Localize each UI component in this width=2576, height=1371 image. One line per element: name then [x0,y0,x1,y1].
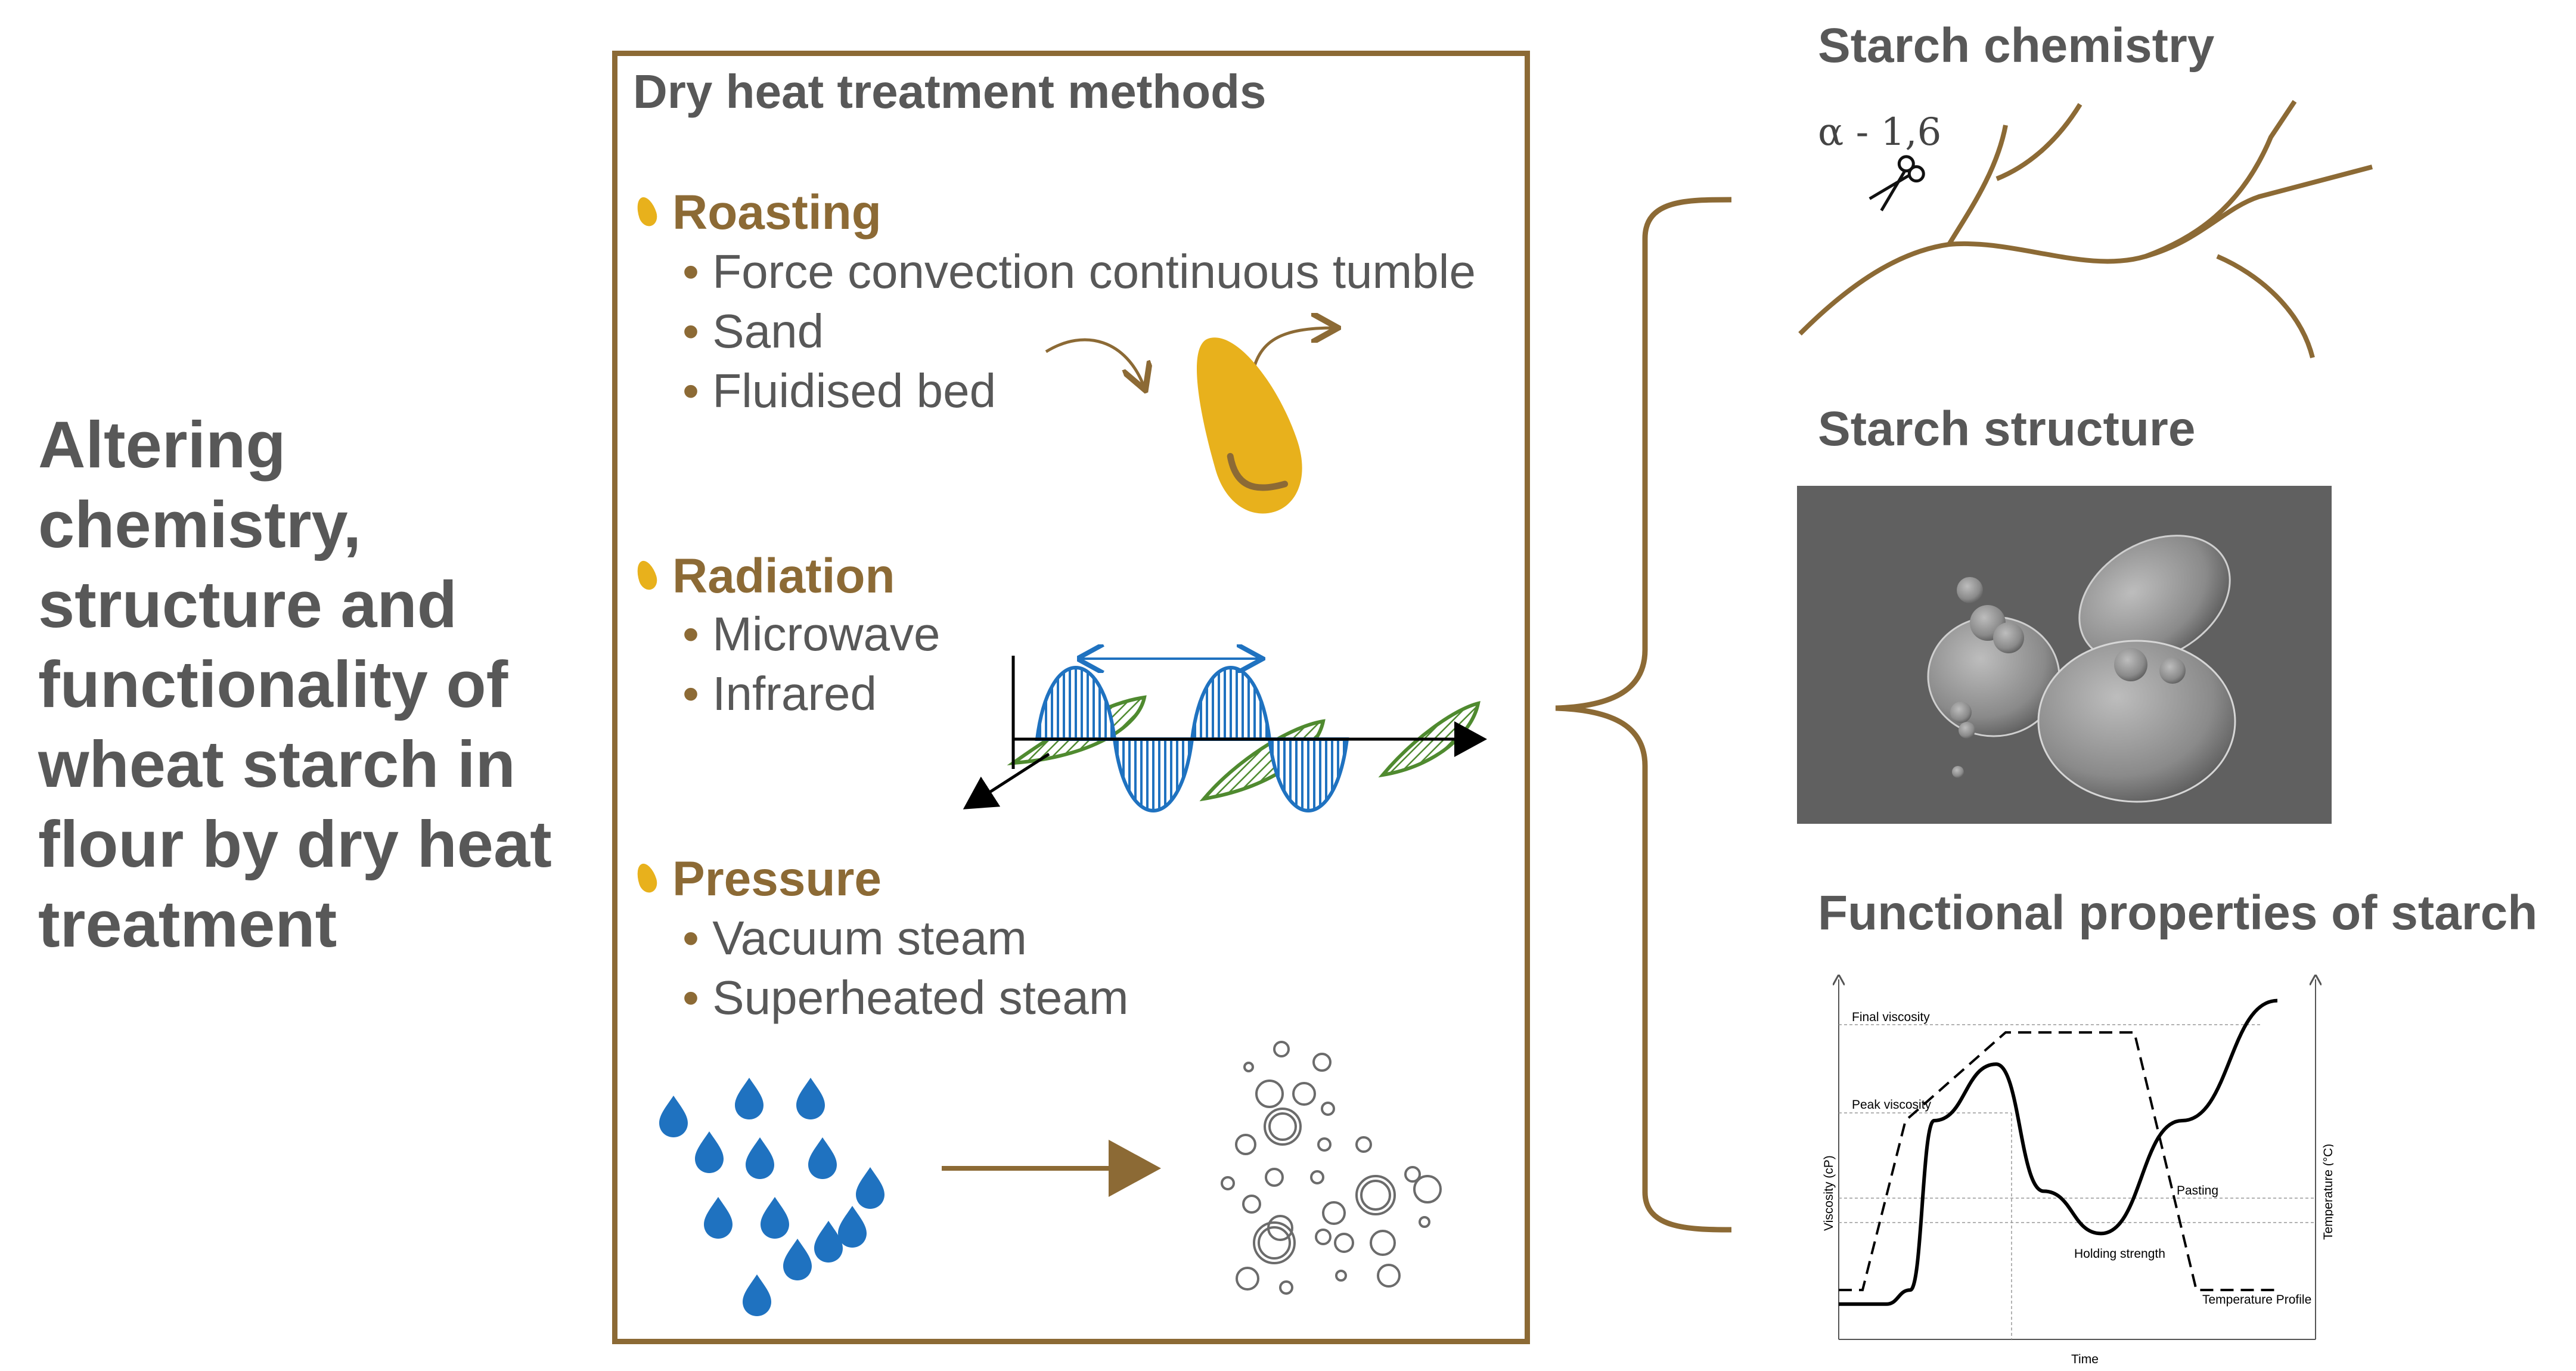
starch-branch-diagram [1798,100,2373,358]
list-item: • Sand [682,305,824,358]
water-drop-icon [659,1078,884,1316]
list-item: • Force convection continuous tumble [682,245,1476,298]
category-pressure: Pressure [672,852,882,906]
radiation-wave-illustration [963,632,1487,812]
category-radiation: Radiation [672,549,895,603]
arrow-icon [1250,328,1335,379]
starch-structure-title: Starch structure [1818,402,2196,456]
arrow-icon [1045,338,1144,387]
list-item: • Infrared [682,667,877,720]
x-axis-label: Time [2071,1353,2099,1366]
starch-chemistry-title: Starch chemistry [1818,18,2215,73]
annotation-pasting: Pasting [2177,1184,2218,1198]
scissors-icon [1869,155,1925,212]
roasting-illustration [1045,310,1359,514]
category-roasting: Roasting [672,185,882,240]
list-item: • Superheated steam [682,971,1129,1024]
bubble-icon [1221,1041,1442,1295]
viscosity-series-line [1838,998,2278,1306]
list-item: • Vacuum steam [682,911,1027,964]
annotation-final-viscosity: Final viscosity [1852,1010,1930,1024]
functional-properties-title: Functional properties of starch [1818,886,2538,940]
pasting-profile-chart: Final viscosity Peak viscosity Pasting H… [1822,975,2333,1366]
annotation-holding-strength: Holding strength [2074,1247,2165,1261]
list-item: • Microwave [682,607,941,660]
y-axis-label: Viscosity (cP) [1822,1155,1836,1231]
temperature-series-line [1839,1031,2277,1292]
methods-box [612,51,1530,1344]
list-item: • Fluidised bed [682,364,997,417]
annotation-temperature-profile: Temperature Profile [2202,1293,2311,1307]
main-title: Altering chemistry, structure and functi… [38,408,552,961]
wheat-grain-icon [1196,337,1302,514]
pressure-illustration [659,1041,1442,1316]
alpha-16-bond-label: α - 1,6 [1818,110,1942,154]
y2-axis-label: Temperature (°C) [2321,1144,2333,1240]
methods-heading: Dry heat treatment methods [633,65,1267,118]
annotation-peak-viscosity: Peak viscosity [1852,1098,1932,1112]
starch-sem-image [1797,486,2332,824]
brace-connector [1555,197,1732,1233]
